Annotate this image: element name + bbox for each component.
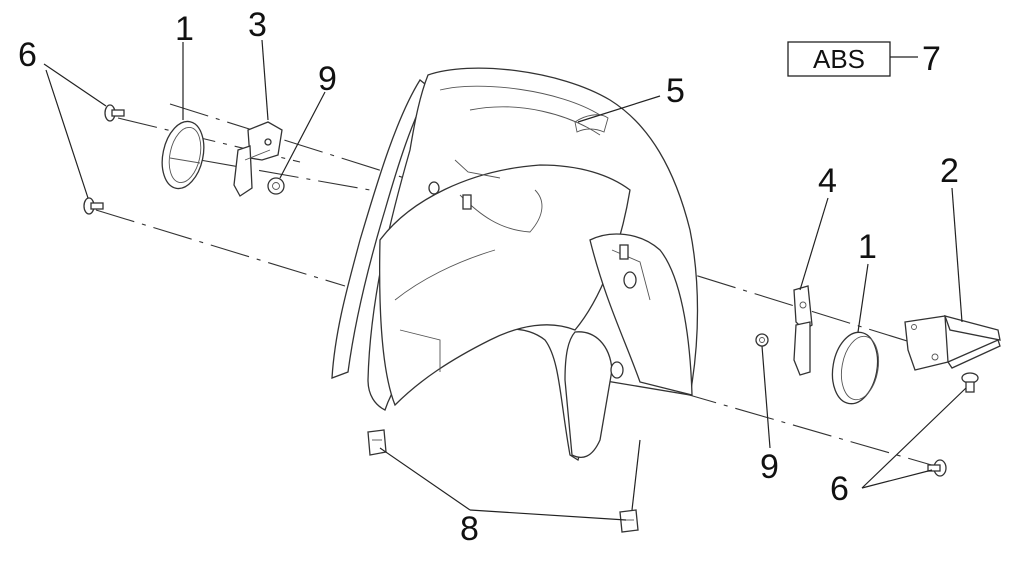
- callout-fender: 5: [666, 72, 685, 110]
- callout-clip: 8: [460, 510, 479, 548]
- front-fender: [331, 67, 699, 462]
- bracket-left: [233, 121, 283, 197]
- callouts: 1 3 9 6 5 7 4 2 1 9 6 8: [18, 6, 959, 548]
- callout-bracket-right: 2: [940, 152, 959, 190]
- callout-abs-ref: 7: [922, 40, 941, 78]
- callout-bracket-left: 3: [248, 6, 267, 44]
- screw-bottom-right-a: [961, 372, 979, 393]
- callout-screw-bottom-right: 6: [830, 470, 849, 508]
- nut-top: [267, 177, 285, 195]
- screw-bottom-right-b: [927, 459, 947, 477]
- reflector-left: [161, 120, 205, 190]
- screw-top-left-b: [83, 197, 104, 215]
- abs-label: ABS: [813, 44, 865, 74]
- leader-lines: [43, 39, 967, 521]
- clip-right: [619, 509, 639, 533]
- reflector-right: [831, 331, 880, 405]
- callout-reflector-left: 1: [175, 10, 194, 48]
- callout-bracket-small-right: 4: [818, 162, 837, 200]
- bracket-small-right: [793, 285, 813, 376]
- callout-nut-top: 9: [318, 60, 337, 98]
- clip-left: [367, 429, 387, 456]
- abs-reference-box: ABS: [787, 41, 891, 77]
- callout-reflector-right: 1: [858, 228, 877, 266]
- nut-bottom: [755, 333, 769, 347]
- bracket-right: [904, 315, 1001, 371]
- callout-nut-bottom: 9: [760, 448, 779, 486]
- callout-screw-top-left: 6: [18, 36, 37, 74]
- screw-top-left-a: [104, 104, 125, 122]
